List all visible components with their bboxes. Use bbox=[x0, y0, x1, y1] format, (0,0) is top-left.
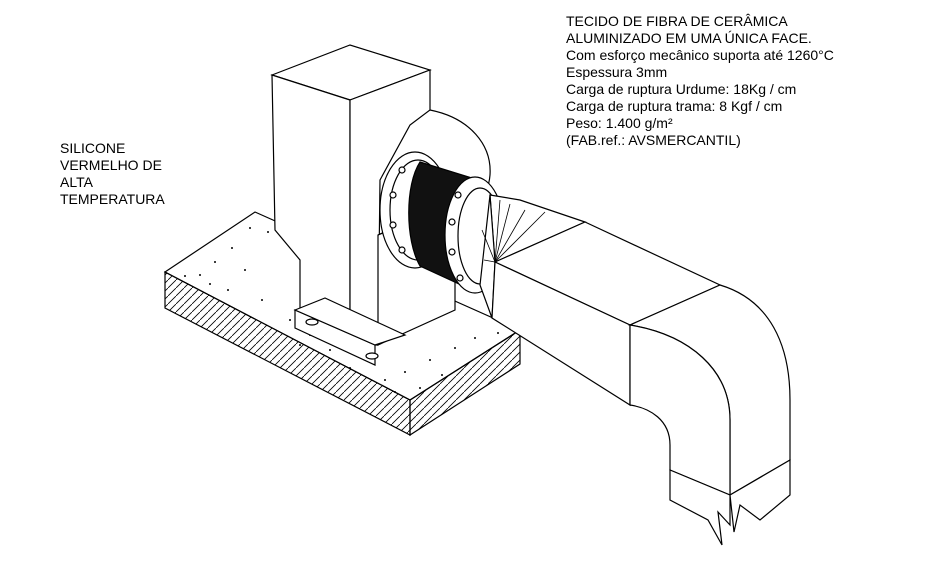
silicone-label-line: ALTA bbox=[60, 174, 93, 190]
fabric-label-line: Carga de ruptura trama: 8 Kgf / cm bbox=[566, 98, 783, 114]
fabric-label-line: TECIDO DE FIBRA DE CERÂMICA bbox=[566, 13, 788, 29]
concrete-speckles bbox=[184, 227, 499, 393]
fabric-label-line: Carga de ruptura Urdume: 18Kg / cm bbox=[566, 81, 797, 97]
silicone-label: SILICONE VERMELHO DE ALTA TEMPERATURA bbox=[60, 140, 165, 208]
fabric-label-line: Peso: 1.400 g/m² bbox=[566, 115, 673, 131]
silicone-label-line: VERMELHO DE bbox=[60, 157, 162, 173]
fabric-label-line: Espessura 3mm bbox=[566, 64, 668, 80]
fabric-label-line: ALUMINIZADO EM UMA ÚNICA FACE. bbox=[566, 30, 812, 46]
base-foot-top bbox=[293, 297, 407, 346]
fabric-label-line: Com esforço mecânico suporta até 1260°C bbox=[566, 47, 834, 63]
anchor-bolt-left bbox=[305, 318, 319, 326]
anchor-bolt-right bbox=[365, 352, 379, 360]
ceramic-fabric-label: TECIDO DE FIBRA DE CERÂMICA ALUMINIZADO … bbox=[566, 13, 834, 149]
transition-lines bbox=[481, 199, 546, 263]
silicone-label-line: TEMPERATURA bbox=[60, 191, 165, 207]
silicone-label-line: SILICONE bbox=[60, 140, 126, 156]
rectangular-duct bbox=[491, 221, 791, 546]
duct-drop-side bbox=[729, 458, 791, 533]
fabric-label-line: (FAB.ref.: AVSMERCANTIL) bbox=[566, 132, 741, 148]
elbow-front bbox=[629, 324, 731, 496]
flange-bolts bbox=[389, 166, 464, 282]
base-side-face bbox=[409, 328, 521, 437]
